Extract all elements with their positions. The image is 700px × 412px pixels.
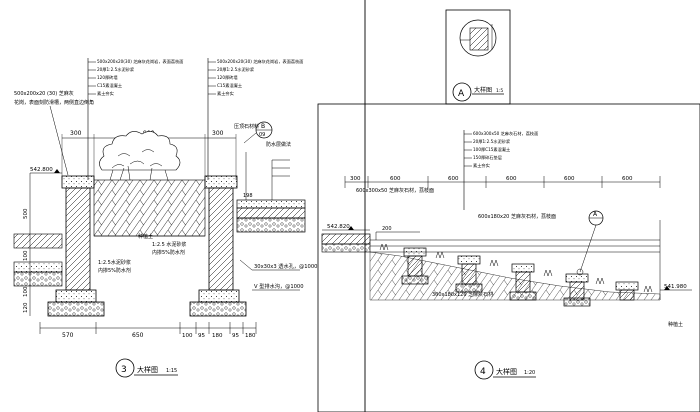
wall-left: [47, 175, 105, 317]
leader-text: 120厚砖墙: [97, 74, 118, 81]
leader-text: C15素混凝土: [217, 82, 242, 89]
leader-notes-left: 500x200x20(30) 芝麻灰花岗岩，表面荔枝面 20厚1:2.5水泥砂浆…: [87, 58, 183, 180]
detail-3-title: 3 大样图 1:15: [115, 358, 178, 378]
leader-text: 100厚C15素混凝土: [473, 146, 510, 153]
note-bottom-2: 内掺5%防水剂: [98, 267, 131, 274]
elevation-top: 542.820: [327, 224, 350, 230]
marker-b-sheet: 09: [259, 132, 265, 138]
detail-a-marker: A: [458, 89, 465, 99]
leader-notes-right: 500x200x20(30) 芝麻灰花岗岩，表面荔枝面 20厚1:2.5水泥砂浆…: [207, 58, 303, 180]
dims-top-detail4: 300 600 600 600 600 600: [344, 176, 661, 188]
marker-b-label: B: [261, 123, 265, 130]
dim-label: 300: [70, 130, 82, 137]
title-text: 大样图: [137, 365, 158, 374]
detail-3-section: 500x200x20(30) 芝麻灰花岗岩，表面荔枝面 20厚1:2.5水泥砂浆…: [13, 0, 366, 412]
note-top-step: 600x300x50 芝麻灰石材，荔枝面: [356, 187, 434, 194]
dim-label: 500: [23, 208, 29, 219]
note-bottom: 1:2.5水泥砂浆: [98, 259, 131, 266]
detail-a-scale: 1:5: [496, 88, 503, 94]
step-pier: [401, 247, 429, 285]
step-pier: [563, 273, 591, 307]
title-scale: 1:15: [166, 368, 177, 374]
leader-notes-detail4: 600x300x50 芝麻灰石材，荔枝面 20厚1:2.5水泥砂浆 100厚C1…: [463, 130, 538, 210]
dim-label: 95: [198, 333, 205, 339]
dim-200: 200: [382, 226, 392, 232]
dim-label: 650: [132, 332, 144, 339]
dim-label: 300: [350, 176, 361, 182]
note-right: 种植土: [668, 321, 683, 328]
dim-label: 600: [564, 176, 575, 182]
dim-label: 100: [23, 250, 29, 261]
step-pier: [615, 281, 639, 301]
note-top-right: 压顶石材料: [234, 123, 259, 130]
dim-label: 600: [448, 176, 459, 182]
detail-a-title: 大样图: [474, 86, 492, 94]
title-number: 3: [121, 365, 127, 375]
elevation-label: 542.800: [30, 167, 53, 173]
leader-text: 20厚1:2.5水泥砂浆: [97, 66, 135, 73]
grass: [379, 243, 653, 293]
dim-label: 180: [245, 333, 256, 339]
leader-text: C15素混凝土: [97, 82, 122, 89]
dim-label: 570: [62, 332, 74, 339]
note-cap-stone-2: 花岗，表面刻防滑槽，两侧直边倒角: [14, 99, 94, 106]
note-weep-hole: 30x30x3 透水孔，@1000: [254, 262, 317, 270]
dim-label: 600: [390, 176, 401, 182]
detail-marker-b: 压顶石材料 B 09: [234, 121, 273, 144]
dim-label: 180: [212, 333, 223, 339]
dim-label: 600: [506, 176, 517, 182]
top-slab: [321, 233, 371, 245]
dim-198: 198: [243, 193, 253, 199]
leader-text: 20厚1:2.5水泥砂浆: [473, 138, 511, 145]
leader-text: 120厚砖墙: [217, 74, 238, 81]
shrub-illustration: [99, 131, 181, 181]
leader-text: 素土夯实: [97, 90, 114, 97]
detail-4-section: 600x300x50 芝麻灰石材，荔枝面 20厚1:2.5水泥砂浆 100厚C1…: [317, 103, 700, 412]
leader-text: 20厚1:2.5水泥砂浆: [217, 66, 255, 73]
note-drain: V 型排水沟，@1000: [254, 282, 304, 290]
paving-right: 防水层做法 198: [236, 141, 306, 233]
detail-4-title: 4 大样图 1:20: [474, 360, 536, 380]
dim-label: 120: [23, 302, 29, 313]
marker-a-label: A: [593, 211, 598, 218]
dim-label: 300: [212, 130, 224, 137]
detail-4-frame: [317, 103, 700, 412]
dims-bottom: 570 650 100 95 180 95 180: [39, 322, 257, 339]
step-pier: [455, 255, 483, 293]
title-number: 4: [480, 367, 486, 377]
note-bottom-stone: 300x180x120 芝麻灰石材: [432, 291, 493, 298]
dim-label: 100: [23, 286, 29, 297]
note-mid-step: 600x180x20 芝麻灰石材，荔枝面: [478, 213, 556, 220]
leader-text: 500x200x20(30) 芝麻灰花岗岩，表面荔枝面: [217, 58, 303, 65]
note-waterproof-layer: 防水层做法: [266, 141, 291, 148]
dim-label: 100: [182, 333, 193, 339]
leader-text: 素土夯实: [217, 90, 234, 97]
note-cap-stone: 500x200x20 (30) 芝麻灰: [14, 90, 74, 97]
dim-label: 95: [232, 333, 239, 339]
detail-a-section: A 大样图 1:5: [445, 9, 511, 105]
dims-left: 500 100 100 120: [13, 173, 63, 316]
wall-right: [189, 175, 247, 317]
leader-text: 600x300x50 芝麻灰石材，荔枝面: [473, 130, 538, 137]
leader-text: 素土夯实: [473, 162, 490, 169]
title-text: 大样图: [496, 367, 517, 376]
section-marker-a: A: [576, 210, 604, 276]
leader-text: 500x200x20(30) 芝麻灰花岗岩，表面荔枝面: [97, 58, 183, 65]
leader-text: 150厚碎石垫层: [473, 154, 502, 161]
note-mortar: 1:2.5 水泥砂浆: [152, 241, 186, 248]
step-pier: [509, 263, 537, 301]
planting-soil: [93, 179, 206, 237]
elevation-right: 541.980: [664, 284, 687, 290]
note-waterproof: 内掺5%防水剂: [152, 249, 185, 256]
dim-label: 600: [622, 176, 633, 182]
note-soil: 种植土: [138, 233, 153, 240]
title-scale: 1:20: [524, 370, 535, 376]
